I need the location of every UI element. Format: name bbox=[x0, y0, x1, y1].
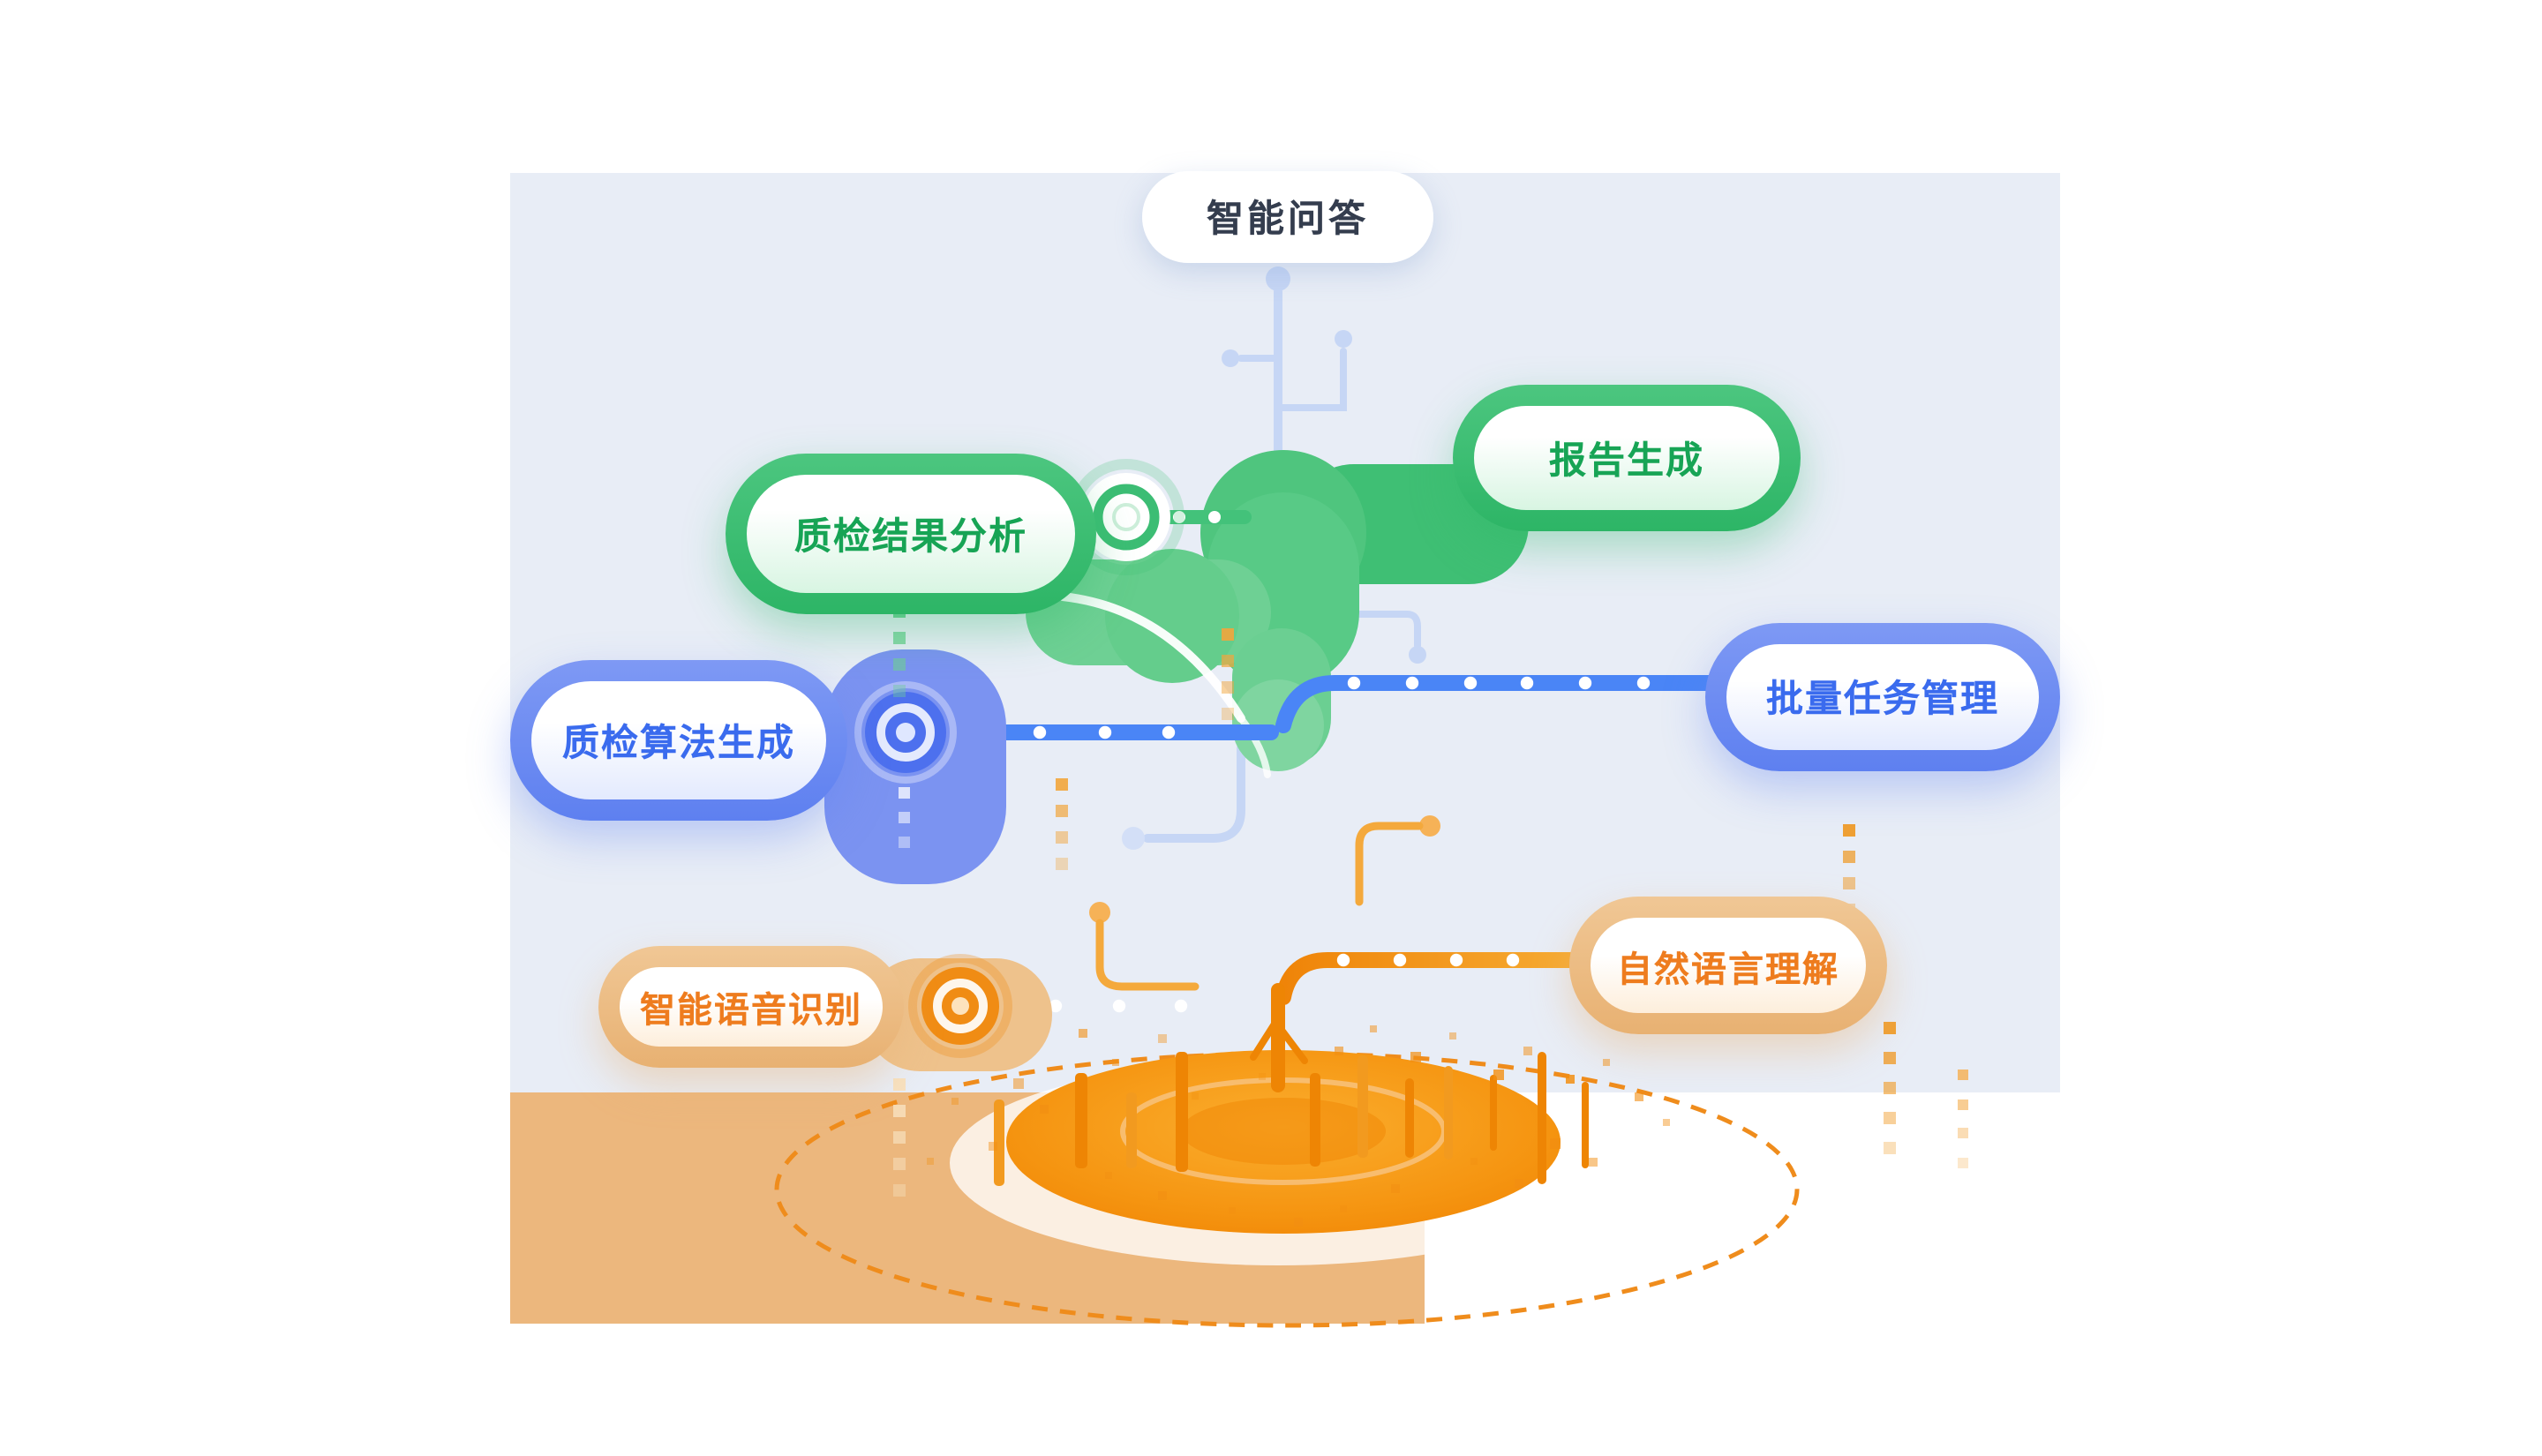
node-natural-language-understanding: 自然语言理解 bbox=[1569, 897, 1887, 1034]
root-base bbox=[1250, 983, 1308, 1092]
node-label: 报告生成 bbox=[1474, 406, 1779, 510]
circuit-decorations-blue bbox=[1122, 266, 1426, 850]
node-label: 质检算法生成 bbox=[531, 681, 826, 799]
node-label: 批量任务管理 bbox=[1726, 644, 2039, 750]
node-batch-task-management: 批量任务管理 bbox=[1705, 623, 2060, 771]
node-label: 自然语言理解 bbox=[1591, 918, 1866, 1013]
node-intelligent-qa: 智能问答 bbox=[1142, 171, 1433, 263]
node-intelligent-speech-recognition: 智能语音识别 bbox=[598, 946, 904, 1068]
root-bars bbox=[994, 1052, 1589, 1186]
node-report-generation: 报告生成 bbox=[1453, 385, 1801, 531]
root-particles bbox=[927, 1025, 1670, 1227]
circuit-decorations-orange bbox=[1089, 815, 1440, 991]
dotted-columns bbox=[893, 605, 1968, 1197]
connector-ring-orange bbox=[908, 954, 1012, 1058]
node-qc-algorithm-generation: 质检算法生成 bbox=[510, 660, 847, 821]
node-label: 智能问答 bbox=[1207, 199, 1369, 240]
node-qc-result-analysis: 质检结果分析 bbox=[726, 454, 1096, 614]
node-label: 质检结果分析 bbox=[747, 475, 1075, 593]
connector-ring-blue bbox=[854, 681, 957, 784]
node-label: 智能语音识别 bbox=[620, 967, 883, 1047]
